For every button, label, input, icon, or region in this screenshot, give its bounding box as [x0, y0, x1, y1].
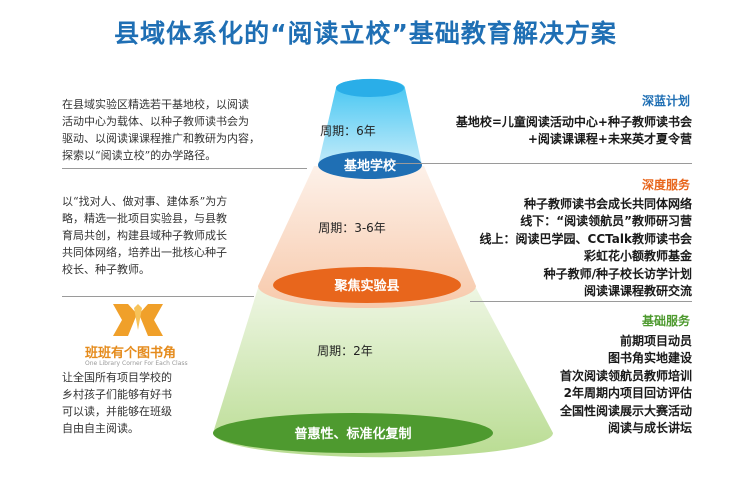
desc-line: 共同体网络，培养出一批核心种子	[62, 246, 227, 259]
tier-middle-ellipse	[273, 267, 461, 303]
desc-line: 在县域实验区精选若干基地校，以阅读	[62, 98, 249, 111]
page-title: 县域体系化的“阅读立校”基础教育解决方案	[114, 19, 617, 48]
list-item: 首次阅读领航员教师培训	[559, 368, 692, 383]
section-title-deep-service: 深度服务	[641, 178, 690, 192]
list-item: 全国性阅读展示大赛活动	[559, 403, 692, 418]
tier-base-ellipse	[213, 413, 493, 453]
book-logo-icon	[113, 304, 163, 336]
basic-service-list: 前期项目动员 图书角实地建设 首次阅读领航员教师培训 2年周期内项目回访评估 全…	[380, 333, 692, 437]
desc-line: 让全国所有项目学校的	[62, 371, 172, 384]
desc-line: 探索以“阅读立校”的办学路径。	[62, 149, 217, 162]
desc-line: 略，精选一批项目实验县，与县教	[62, 212, 227, 225]
list-item: 彩虹花小额教师基金	[583, 249, 692, 264]
desc-line: 育局共创，构建县域种子教师成长	[62, 229, 227, 242]
section-title-deep-blue: 深蓝计划	[641, 94, 690, 108]
list-item: 2年周期内项目回访评估	[563, 386, 692, 401]
divider	[470, 301, 692, 302]
desc-line: 以“找对人、做对事、建体系”为方	[62, 195, 228, 208]
logo-subtitle: One Library Corner For Each Class	[85, 360, 188, 367]
tier-top-cap	[336, 79, 404, 97]
desc-line: 自由自主阅读。	[62, 422, 139, 435]
list-item: 阅读与成长讲坛	[607, 421, 692, 436]
tier-top-ellipse	[318, 151, 422, 179]
logo-name: 班班有个图书角	[85, 346, 177, 361]
deep-service-list: 种子教师读书会成长共同体网络 线下：“阅读领航员”教师研习营 线上：阅读巴学园、…	[380, 196, 692, 300]
list-item: +阅读课课程+未来英才夏令营	[527, 132, 692, 147]
tier-base-period: 周期：2年	[317, 344, 373, 358]
list-item: 线下：“阅读领航员”教师研习营	[520, 214, 692, 229]
list-item: 前期项目动员	[619, 334, 692, 348]
deep-blue-list: 基地校=儿童阅读活动中心+种子教师读书会 +阅读课课程+未来英才夏令营	[380, 114, 692, 149]
divider	[395, 163, 692, 164]
tier-middle-label: 聚焦实验县	[333, 278, 399, 294]
divider	[62, 296, 254, 297]
pilot-county-description: 以“找对人、做对事、建体系”为方 略，精选一批项目实验县，与县教 育局共创，构建…	[62, 193, 277, 278]
list-item: 线上：阅读巴学园、CCTalk教师读书会	[479, 231, 692, 246]
tier-top-label: 基地学校	[343, 158, 397, 174]
divider	[62, 168, 307, 169]
section-title-basic-service: 基础服务	[641, 314, 690, 328]
tier-base-label: 普惠性、标准化复制	[294, 426, 411, 442]
desc-line: 可以读，并能够在班级	[62, 405, 172, 418]
base-school-description: 在县域实验区精选若干基地校，以阅读 活动中心为载体、以种子教师读书会为 驱动、以…	[62, 96, 302, 164]
desc-line: 驱动、以阅读课课程推广和教研为内容，	[62, 132, 260, 145]
list-item: 种子教师读书会成长共同体网络	[523, 197, 692, 211]
desc-line: 校长、种子教师。	[62, 263, 150, 276]
tier-top-period: 周期：6年	[320, 124, 376, 138]
universal-description: 让全国所有项目学校的 乡村孩子们能够有好书 可以读，并能够在班级 自由自主阅读。	[62, 369, 212, 437]
list-item: 种子教师/种子校长访学计划	[543, 266, 692, 281]
desc-line: 乡村孩子们能够有好书	[62, 388, 172, 401]
tier-middle-period: 周期：3-6年	[318, 221, 386, 235]
list-item: 阅读课课程教研交流	[583, 284, 692, 299]
desc-line: 活动中心为载体、以种子教师读书会为	[62, 115, 249, 128]
list-item: 基地校=儿童阅读活动中心+种子教师读书会	[455, 115, 692, 129]
list-item: 图书角实地建设	[607, 351, 692, 366]
